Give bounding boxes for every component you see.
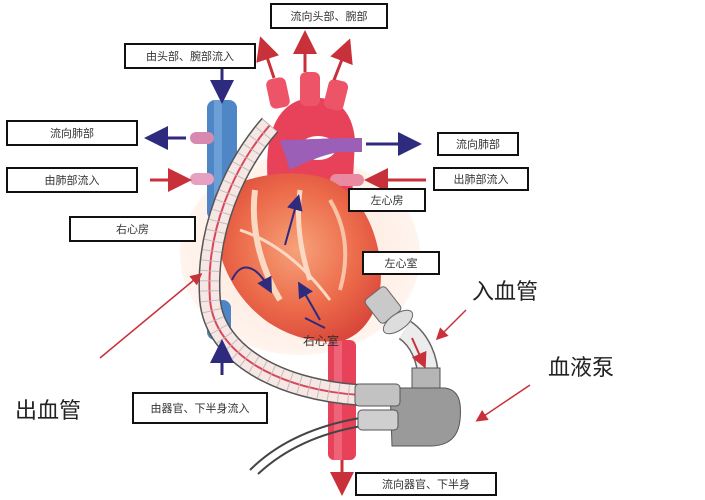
label-left-ventricle: 左心室 <box>362 251 440 275</box>
label-left-inflow-from-lungs: 由肺部流入 <box>6 167 138 193</box>
label-right-flow-to-lungs: 流向肺部 <box>437 132 519 156</box>
callout-outflow-tube: 出血管 <box>15 399 82 424</box>
label-right-inflow-from-lungs: 出肺部流入 <box>433 167 529 191</box>
driveline-cable <box>249 417 363 475</box>
callout-pointers <box>99 273 531 422</box>
blood-pump-device <box>354 367 461 447</box>
external-arrows <box>144 30 426 496</box>
outflow-cannula <box>198 117 361 406</box>
label-flow-to-organs-lower-body: 流向器官、下半身 <box>355 472 497 496</box>
label-inflow-from-organs-lower-body: 由器官、下半身流入 <box>132 392 268 424</box>
label-left-flow-to-lungs: 流向肺部 <box>6 120 138 146</box>
label-flow-to-head-arms: 流向头部、腕部 <box>270 3 388 29</box>
callout-inflow-tube: 入血管 <box>472 280 539 305</box>
label-left-atrium: 左心房 <box>348 188 426 212</box>
label-inflow-from-head-arms: 由头部、腕部流入 <box>124 43 256 69</box>
pulmonary-vessels <box>190 132 364 186</box>
callout-blood-pump: 血液泵 <box>548 356 615 381</box>
internal-flow-arrows <box>231 194 326 329</box>
label-right-atrium: 右心房 <box>69 216 196 242</box>
label-right-ventricle: 右心室 <box>303 334 340 348</box>
